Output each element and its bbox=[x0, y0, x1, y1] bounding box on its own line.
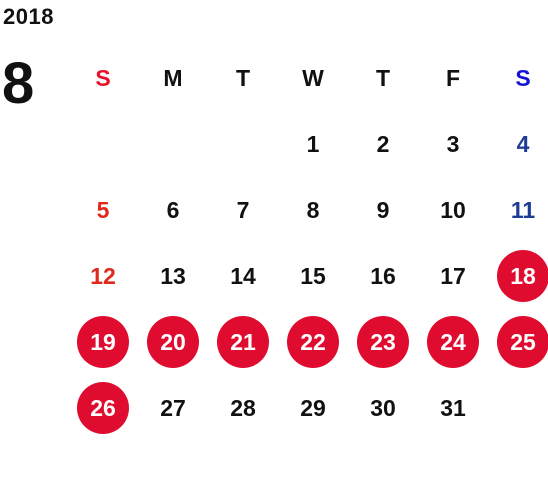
highlighted-day-number: 21 bbox=[217, 316, 269, 368]
day-cell-25[interactable]: 25 bbox=[488, 309, 548, 375]
day-cell-7[interactable]: 7 bbox=[208, 177, 278, 243]
day-cell-24[interactable]: 24 bbox=[418, 309, 488, 375]
empty-cell bbox=[208, 111, 278, 177]
day-number: 4 bbox=[516, 130, 530, 157]
day-cell-15[interactable]: 15 bbox=[278, 243, 348, 309]
day-number: 11 bbox=[510, 196, 536, 223]
weekday-header-sat: S bbox=[515, 64, 531, 91]
day-number: 15 bbox=[300, 262, 326, 289]
highlighted-day-number: 22 bbox=[287, 316, 339, 368]
highlighted-day-number: 25 bbox=[497, 316, 548, 368]
day-number: 7 bbox=[236, 196, 250, 223]
day-cell-16[interactable]: 16 bbox=[348, 243, 418, 309]
day-cell-4[interactable]: 4 bbox=[488, 111, 548, 177]
highlighted-day-number: 23 bbox=[357, 316, 409, 368]
day-cell-18[interactable]: 18 bbox=[488, 243, 548, 309]
day-cell-30[interactable]: 30 bbox=[348, 375, 418, 441]
day-number: 3 bbox=[446, 130, 460, 157]
day-cell-31[interactable]: 31 bbox=[418, 375, 488, 441]
day-number: 29 bbox=[300, 394, 326, 421]
weekday-header-sun: S bbox=[95, 64, 111, 91]
day-number: 30 bbox=[370, 394, 396, 421]
day-cell-27[interactable]: 27 bbox=[138, 375, 208, 441]
day-cell-2[interactable]: 2 bbox=[348, 111, 418, 177]
year-label: 2018 bbox=[3, 4, 54, 29]
weekday-header-thu: T bbox=[375, 64, 391, 91]
day-cell-1[interactable]: 1 bbox=[278, 111, 348, 177]
day-number: 28 bbox=[230, 394, 256, 421]
day-cell-14[interactable]: 14 bbox=[208, 243, 278, 309]
day-cell-22[interactable]: 22 bbox=[278, 309, 348, 375]
day-cell-26[interactable]: 26 bbox=[68, 375, 138, 441]
empty-cell bbox=[138, 111, 208, 177]
day-cell-13[interactable]: 13 bbox=[138, 243, 208, 309]
day-cell-29[interactable]: 29 bbox=[278, 375, 348, 441]
day-cell-21[interactable]: 21 bbox=[208, 309, 278, 375]
day-number: 16 bbox=[370, 262, 396, 289]
highlighted-day-number: 19 bbox=[77, 316, 129, 368]
day-cell-5[interactable]: 5 bbox=[68, 177, 138, 243]
highlighted-day-number: 26 bbox=[77, 382, 129, 434]
weekday-header-wed: W bbox=[302, 64, 324, 91]
day-number: 2 bbox=[376, 130, 390, 157]
day-number: 12 bbox=[90, 262, 116, 289]
day-number: 8 bbox=[306, 196, 320, 223]
highlighted-day-number: 20 bbox=[147, 316, 199, 368]
day-number: 9 bbox=[376, 196, 390, 223]
day-number: 5 bbox=[96, 196, 110, 223]
day-number: 27 bbox=[160, 394, 186, 421]
day-cell-28[interactable]: 28 bbox=[208, 375, 278, 441]
day-cell-19[interactable]: 19 bbox=[68, 309, 138, 375]
day-cell-6[interactable]: 6 bbox=[138, 177, 208, 243]
day-number: 31 bbox=[440, 394, 466, 421]
day-number: 6 bbox=[166, 196, 180, 223]
day-cell-20[interactable]: 20 bbox=[138, 309, 208, 375]
weekday-header-tue: T bbox=[235, 64, 251, 91]
day-number: 1 bbox=[306, 130, 320, 157]
highlighted-day-number: 24 bbox=[427, 316, 479, 368]
highlighted-day-number: 18 bbox=[497, 250, 548, 302]
empty-cell bbox=[68, 111, 138, 177]
day-cell-11[interactable]: 11 bbox=[488, 177, 548, 243]
day-number: 14 bbox=[230, 262, 256, 289]
day-number: 17 bbox=[440, 262, 466, 289]
day-cell-12[interactable]: 12 bbox=[68, 243, 138, 309]
day-number: 13 bbox=[160, 262, 186, 289]
day-cell-23[interactable]: 23 bbox=[348, 309, 418, 375]
weekday-header-fri: F bbox=[445, 64, 461, 91]
day-cell-17[interactable]: 17 bbox=[418, 243, 488, 309]
day-cell-10[interactable]: 10 bbox=[418, 177, 488, 243]
day-number: 10 bbox=[440, 196, 466, 223]
weekday-header-mon: M bbox=[163, 64, 183, 91]
day-cell-3[interactable]: 3 bbox=[418, 111, 488, 177]
day-cell-9[interactable]: 9 bbox=[348, 177, 418, 243]
day-cell-8[interactable]: 8 bbox=[278, 177, 348, 243]
month-number: 8 bbox=[2, 51, 35, 116]
